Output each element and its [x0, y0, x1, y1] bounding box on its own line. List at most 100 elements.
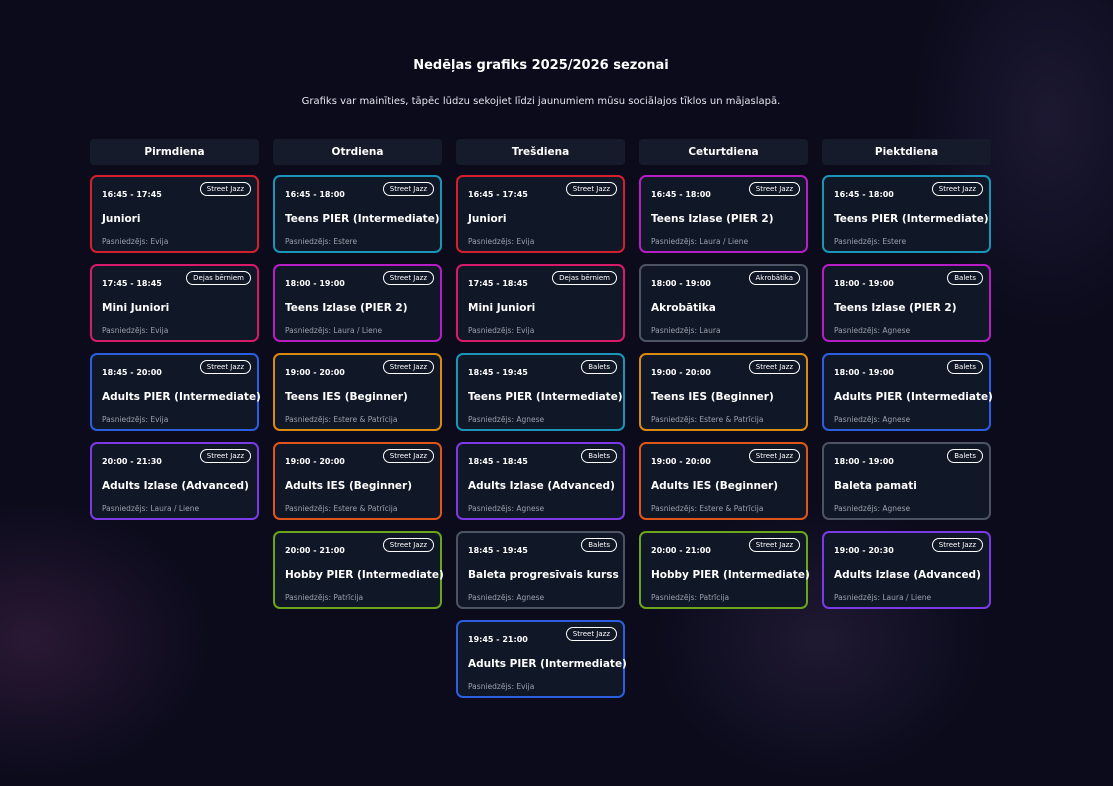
class-name: Teens PIER (Intermediate) [285, 213, 440, 225]
class-time: 17:45 - 18:45 [468, 279, 528, 288]
class-teacher: Pasniedzējs: Estere [285, 237, 358, 246]
page-subtitle: Grafiks var mainīties, tāpēc lūdzu sekoj… [301, 96, 781, 107]
class-time: 16:45 - 17:45 [102, 190, 162, 199]
style-badge: Street Jazz [199, 360, 251, 374]
class-time: 20:00 - 21:00 [651, 546, 711, 555]
class-time: 18:45 - 19:45 [468, 546, 528, 555]
class-teacher: Pasniedzējs: Laura / Liene [102, 504, 200, 513]
style-badge: Balets [581, 538, 617, 552]
class-name: Adults Izlase (Advanced) [468, 480, 615, 492]
style-badge: Street Jazz [565, 627, 617, 641]
class-time: 18:00 - 19:00 [834, 279, 894, 288]
class-name: Teens Izlase (PIER 2) [651, 213, 774, 225]
style-badge: Street Jazz [931, 538, 983, 552]
class-teacher: Pasniedzējs: Estere & Patrīcija [651, 504, 764, 513]
class-time: 18:00 - 19:00 [285, 279, 345, 288]
class-name: Teens IES (Beginner) [651, 391, 774, 403]
class-teacher: Pasniedzējs: Evija [102, 237, 169, 246]
style-badge: Balets [947, 449, 983, 463]
class-name: Baleta progresīvais kurss [468, 569, 619, 581]
class-name: Mini Juniori [102, 302, 170, 314]
class-name: Juniori [102, 213, 141, 225]
class-time: 19:00 - 20:00 [651, 457, 711, 466]
class-teacher: Pasniedzējs: Agnese [834, 504, 911, 513]
style-badge: Street Jazz [199, 449, 251, 463]
class-teacher: Pasniedzējs: Agnese [834, 326, 911, 335]
class-time: 18:45 - 19:45 [468, 368, 528, 377]
page-title: Nedēļas grafiks 2025/2026 sezonai [413, 58, 669, 73]
class-name: Adults PIER (Intermediate) [468, 658, 627, 670]
class-time: 20:00 - 21:00 [285, 546, 345, 555]
style-badge: Street Jazz [931, 182, 983, 196]
class-teacher: Pasniedzējs: Patrīcija [651, 593, 730, 602]
class-time: 18:00 - 19:00 [834, 457, 894, 466]
class-teacher: Pasniedzējs: Laura / Liene [651, 237, 749, 246]
class-teacher: Pasniedzējs: Agnese [468, 593, 545, 602]
style-badge: Street Jazz [748, 538, 800, 552]
style-badge: Dejas bērniem [552, 271, 617, 285]
class-time: 19:00 - 20:00 [651, 368, 711, 377]
class-name: Hobby PIER (Intermediate) [651, 569, 810, 581]
class-teacher: Pasniedzējs: Evija [102, 415, 169, 424]
class-teacher: Pasniedzējs: Evija [468, 326, 535, 335]
class-time: 19:00 - 20:00 [285, 368, 345, 377]
class-name: Baleta pamati [834, 480, 917, 492]
class-time: 16:45 - 18:00 [834, 190, 894, 199]
style-badge: Street Jazz [382, 538, 434, 552]
class-time: 18:45 - 18:45 [468, 457, 528, 466]
day-header: Otrdiena [273, 139, 442, 165]
class-time: 19:00 - 20:30 [834, 546, 894, 555]
class-name: Teens IES (Beginner) [285, 391, 408, 403]
style-badge: Street Jazz [382, 271, 434, 285]
class-time: 18:00 - 19:00 [834, 368, 894, 377]
class-name: Juniori [468, 213, 507, 225]
class-teacher: Pasniedzējs: Estere & Patrīcija [285, 415, 398, 424]
class-teacher: Pasniedzējs: Estere & Patrīcija [285, 504, 398, 513]
class-name: Mini Juniori [468, 302, 536, 314]
style-badge: Akrobātika [748, 271, 800, 285]
style-badge: Dejas bērniem [186, 271, 251, 285]
day-header: Trešdiena [456, 139, 625, 165]
class-name: Adults PIER (Intermediate) [102, 391, 261, 403]
day-header: Piektdiena [822, 139, 991, 165]
class-teacher: Pasniedzējs: Evija [468, 682, 535, 691]
style-badge: Balets [947, 271, 983, 285]
class-teacher: Pasniedzējs: Laura / Liene [285, 326, 383, 335]
class-name: Adults IES (Beginner) [651, 480, 779, 492]
class-time: 17:45 - 18:45 [102, 279, 162, 288]
class-teacher: Pasniedzējs: Patrīcija [285, 593, 364, 602]
style-badge: Street Jazz [565, 182, 617, 196]
